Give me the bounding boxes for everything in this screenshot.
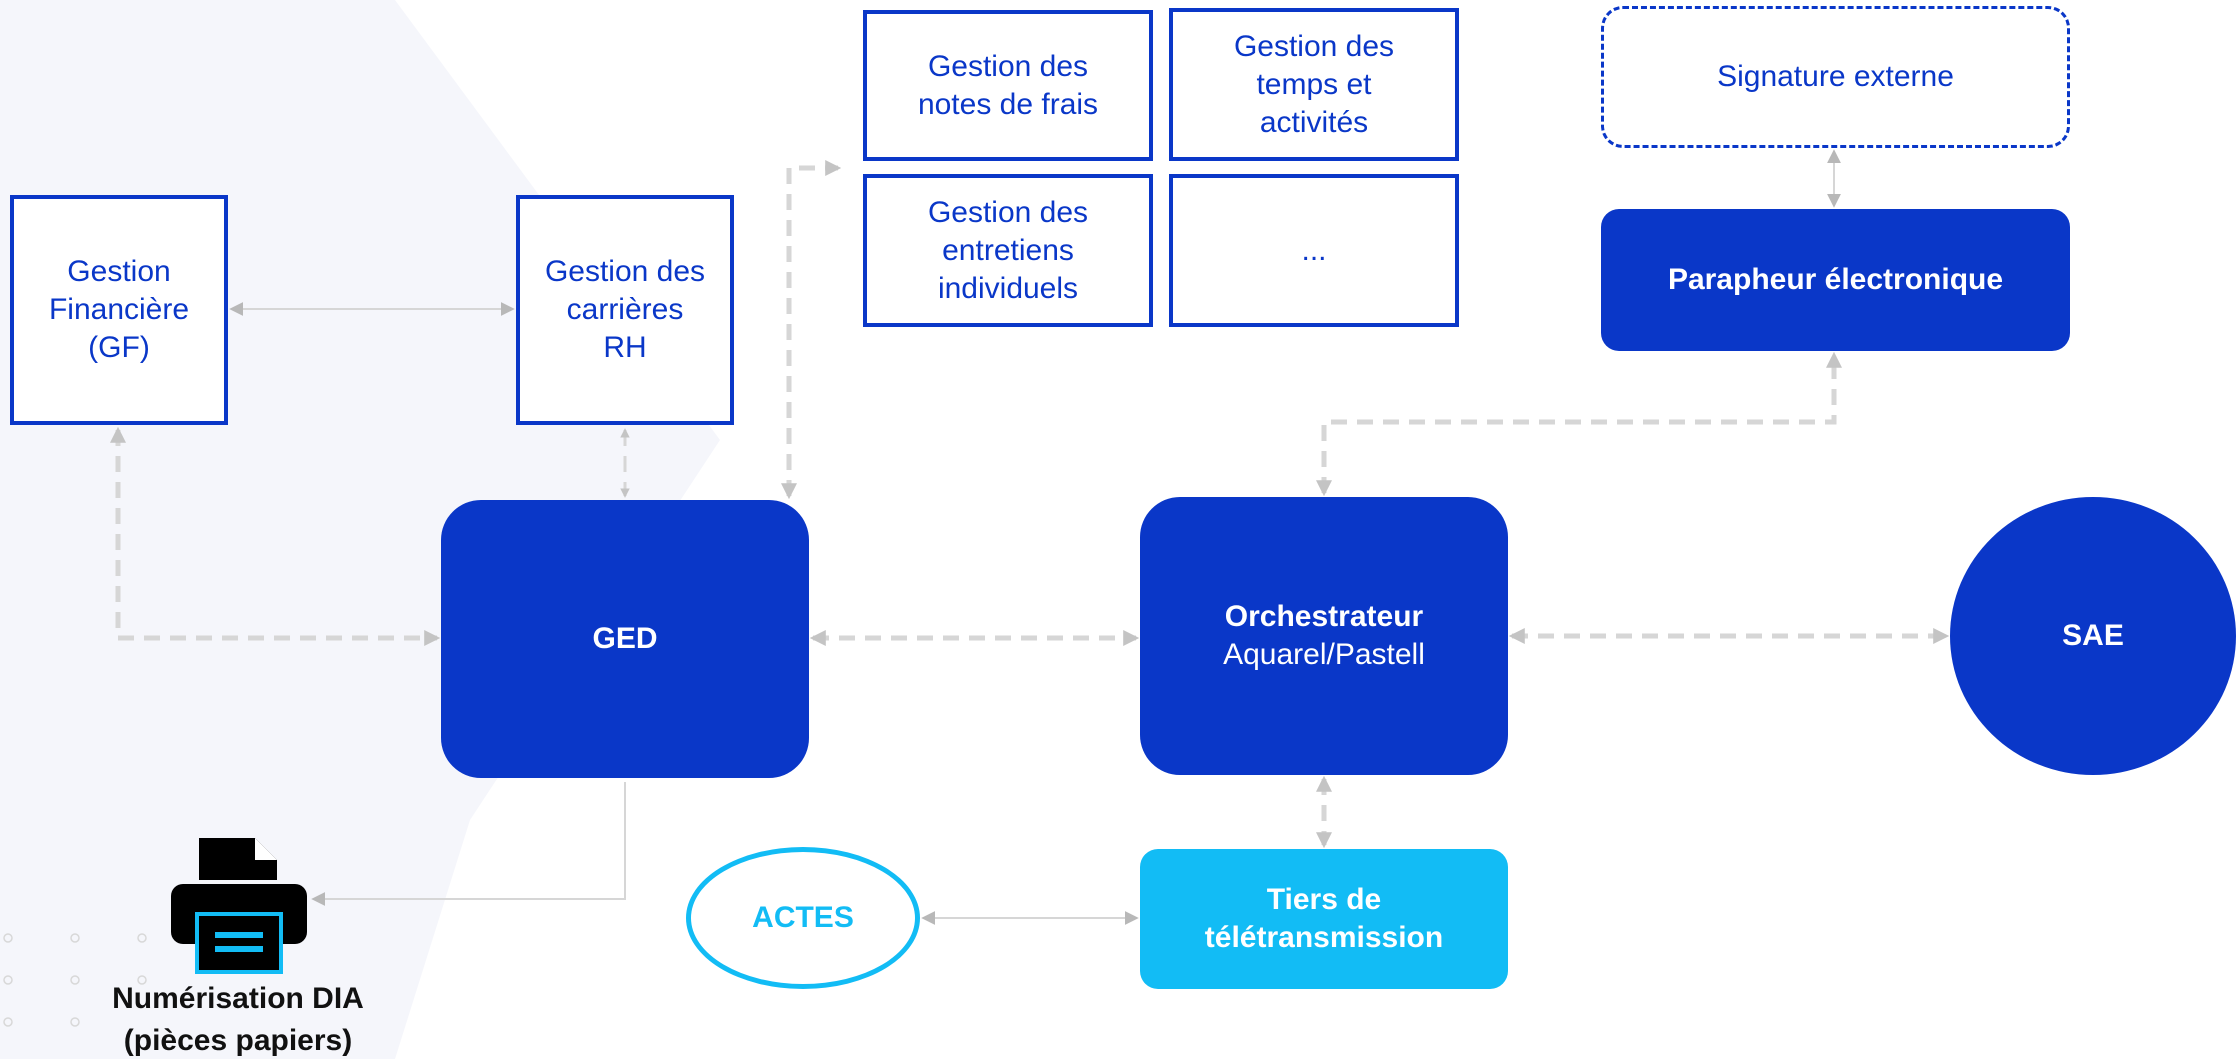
node-label: ... — [1301, 233, 1327, 267]
node-ged: GED — [441, 500, 809, 778]
dot-grid-decoration — [3, 933, 147, 1027]
node-label-line: activités — [1259, 105, 1369, 139]
node-label-line: télétransmission — [1204, 921, 1444, 954]
node-actes: ACTES — [686, 847, 920, 989]
caption-line: (pièces papiers) — [123, 1024, 353, 1057]
caption-line: Numérisation DIA — [112, 982, 364, 1015]
connector-gf-ged — [109, 426, 441, 647]
connector-ged-modules — [780, 159, 842, 500]
node-label-line: entretiens — [942, 233, 1074, 267]
node-label-line: Gestion des — [1233, 29, 1395, 63]
node-temps-activites: Gestion des temps et activités — [1169, 8, 1459, 161]
node-tiers-teletransmission: Tiers de télétransmission — [1140, 849, 1508, 989]
node-parapheur-electronique: Parapheur électronique — [1601, 209, 2070, 351]
node-label-line: Gestion des — [927, 49, 1089, 83]
node-autres-modules: ... — [1169, 174, 1459, 327]
node-label-line: Gestion des — [927, 195, 1089, 229]
node-sae: SAE — [1950, 497, 2236, 775]
node-signature-externe: Signature externe — [1601, 6, 2070, 148]
node-label: Parapheur électronique — [1667, 263, 2004, 296]
printer-caption: Numérisation DIA (pièces papiers) — [78, 978, 398, 1062]
node-gestion-financiere: Gestion Financière (GF) — [10, 195, 228, 425]
node-label: GED — [592, 622, 658, 655]
node-label-line: Gestion des — [544, 255, 706, 288]
node-label-line: Gestion — [67, 255, 171, 288]
connector-orchestrateur-parapheur — [1315, 351, 1843, 497]
node-notes-de-frais: Gestion des notes de frais — [863, 10, 1153, 161]
node-entretiens-individuels: Gestion des entretiens individuels — [863, 174, 1153, 327]
node-label-line: (GF) — [88, 331, 150, 364]
node-orchestrateur: Orchestrateur Aquarel/Pastell — [1140, 497, 1508, 775]
node-label: Signature externe — [1717, 60, 1954, 93]
node-label: ACTES — [752, 901, 854, 934]
node-label-line: temps et — [1256, 67, 1372, 101]
node-gestion-carrieres-rh: Gestion des carrières RH — [516, 195, 734, 425]
node-label-line: notes de frais — [917, 87, 1099, 121]
node-subtitle: Aquarel/Pastell — [1223, 638, 1425, 671]
connector-ged-printer — [311, 782, 626, 906]
node-label-line: individuels — [937, 271, 1079, 305]
node-label: SAE — [2062, 619, 2124, 652]
node-label-line: Financière — [48, 293, 190, 326]
node-title: Orchestrateur — [1224, 600, 1424, 633]
printer-icon — [171, 838, 307, 974]
node-label-line: RH — [603, 331, 647, 364]
node-label-line: Tiers de — [1266, 883, 1382, 916]
node-label-line: carrières — [566, 293, 684, 326]
